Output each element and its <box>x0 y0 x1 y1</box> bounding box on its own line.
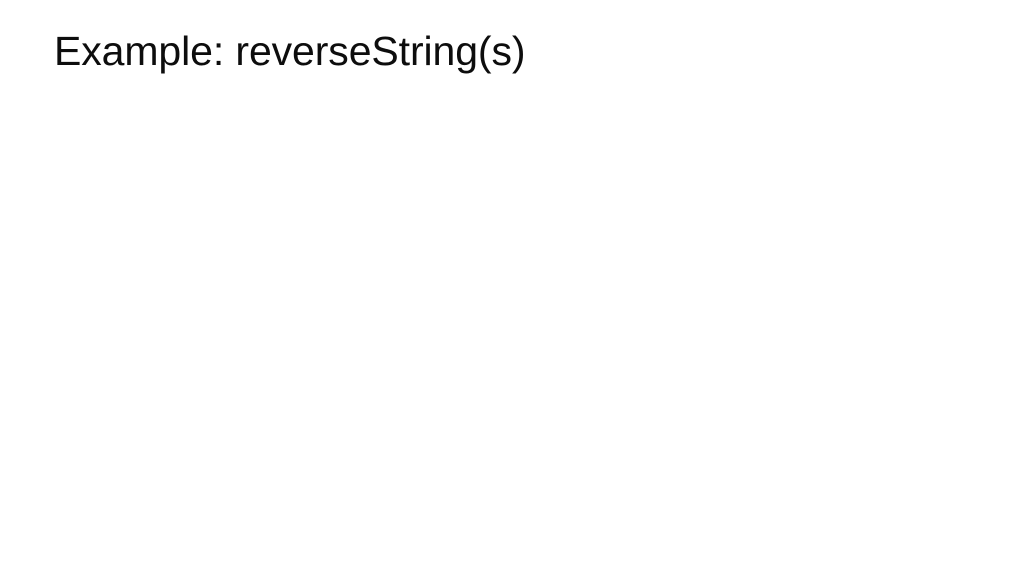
page-title: Example: reverseString(s) <box>54 28 526 74</box>
slide-body-placeholder <box>54 118 970 528</box>
slide-title-placeholder: Example: reverseString(s) <box>54 26 970 92</box>
